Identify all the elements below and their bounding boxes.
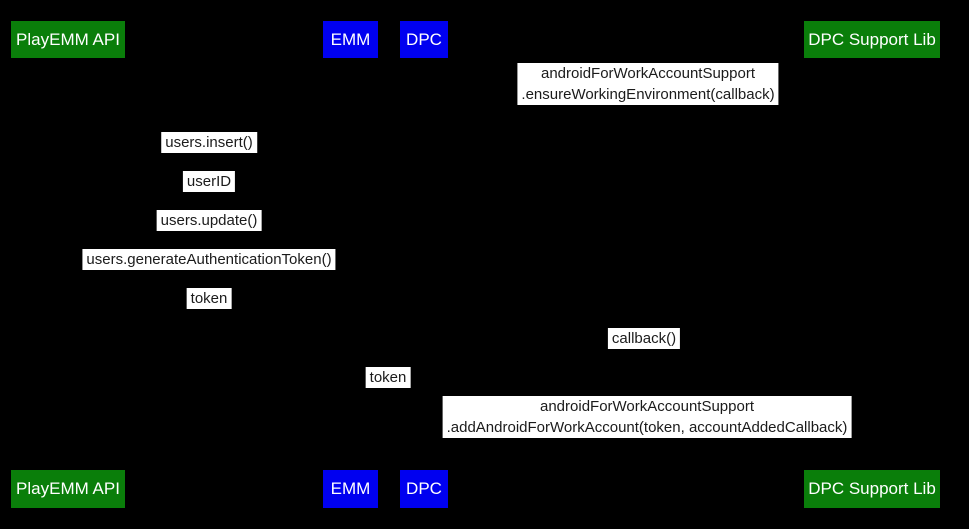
- message-token-return: token: [186, 288, 232, 309]
- actor-playemm-api-top: PlayEMM API: [11, 21, 125, 58]
- actor-playemm-api-bottom: PlayEMM API: [11, 470, 125, 508]
- message-ensure-working-environment: androidForWorkAccountSupport .ensureWork…: [517, 63, 779, 105]
- actor-dpc-support-lib-top: DPC Support Lib: [804, 21, 940, 58]
- message-generate-authentication-token: users.generateAuthenticationToken(): [82, 249, 336, 270]
- message-line: .ensureWorkingEnvironment(callback): [521, 86, 775, 103]
- message-line: androidForWorkAccountSupport: [540, 398, 754, 415]
- actor-emm-bottom: EMM: [323, 470, 378, 508]
- actor-dpc-bottom: DPC: [400, 470, 448, 508]
- actor-emm-top: EMM: [323, 21, 378, 58]
- message-line: .addAndroidForWorkAccount(token, account…: [446, 419, 848, 436]
- message-users-insert: users.insert(): [161, 132, 257, 153]
- actor-dpc-support-lib-bottom: DPC Support Lib: [804, 470, 940, 508]
- actor-dpc-top: DPC: [400, 21, 448, 58]
- message-add-android-for-work-account: androidForWorkAccountSupport .addAndroid…: [442, 396, 852, 438]
- message-users-update: users.update(): [156, 210, 262, 231]
- message-user-id: userID: [182, 171, 236, 192]
- message-token-to-dpc: token: [365, 367, 411, 388]
- message-callback: callback(): [607, 328, 681, 349]
- message-line: androidForWorkAccountSupport: [540, 65, 755, 82]
